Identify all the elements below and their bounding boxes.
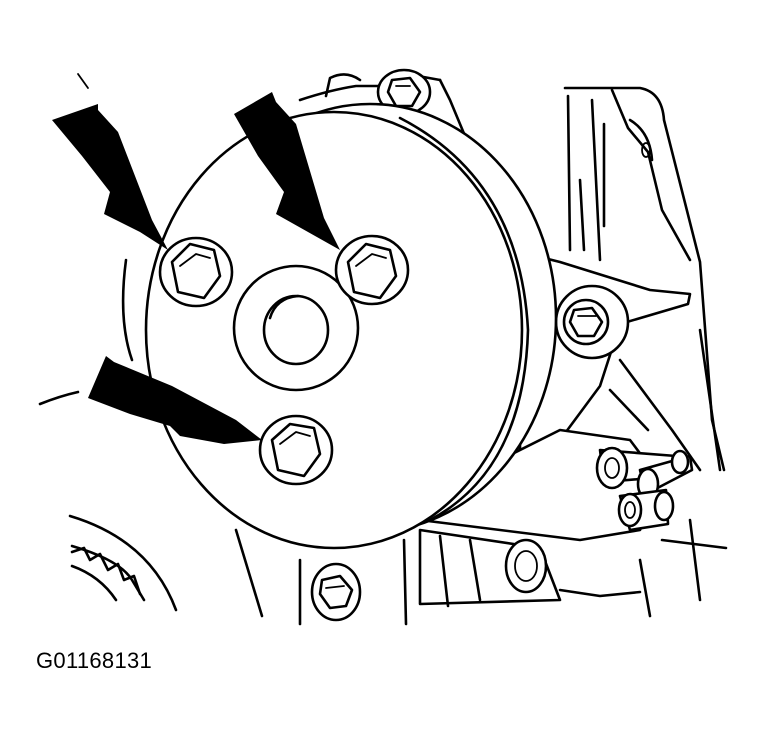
lower-bracket-tubes — [418, 428, 694, 608]
pulley-bolt-bottom — [258, 414, 334, 486]
hub-bore — [262, 294, 330, 366]
figure-caption: G01168131 — [36, 648, 153, 673]
callout-arrow-bottom — [88, 356, 262, 444]
pulley-bolt-left — [158, 236, 234, 308]
pulley-bolt-right — [334, 234, 410, 306]
crank-pulley-fragment — [68, 514, 178, 612]
belt-edges — [38, 73, 264, 618]
callout-arrow-left — [52, 104, 168, 250]
mounting-bracket — [518, 250, 692, 454]
callout-arrow-right — [234, 92, 340, 250]
upper-housing-bolt — [376, 68, 432, 116]
lower-housing-bolt — [298, 538, 408, 626]
engine-housing-background — [298, 73, 728, 618]
